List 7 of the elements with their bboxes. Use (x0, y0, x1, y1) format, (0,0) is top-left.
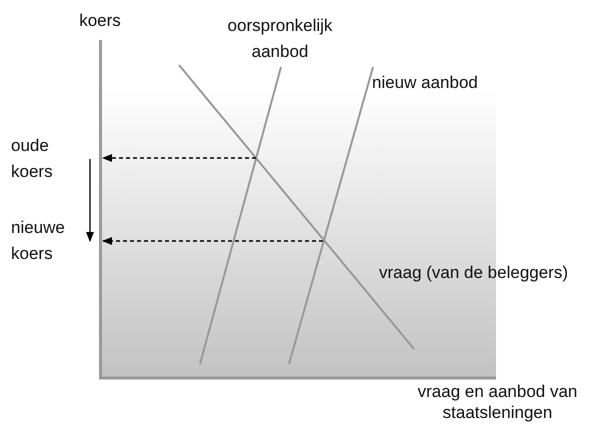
curve-label: nieuw aanbod (372, 72, 479, 94)
curve-label: oorspronkelijk aanbod (226, 15, 334, 63)
price-label: nieuwe koers (11, 217, 66, 265)
axis-label: vraag en aanbod van staatsleningen (416, 381, 578, 423)
price-label: oude koers (11, 135, 54, 183)
curve-label: vraag (van de beleggers) (379, 262, 570, 284)
axis-label: koers (78, 10, 122, 32)
